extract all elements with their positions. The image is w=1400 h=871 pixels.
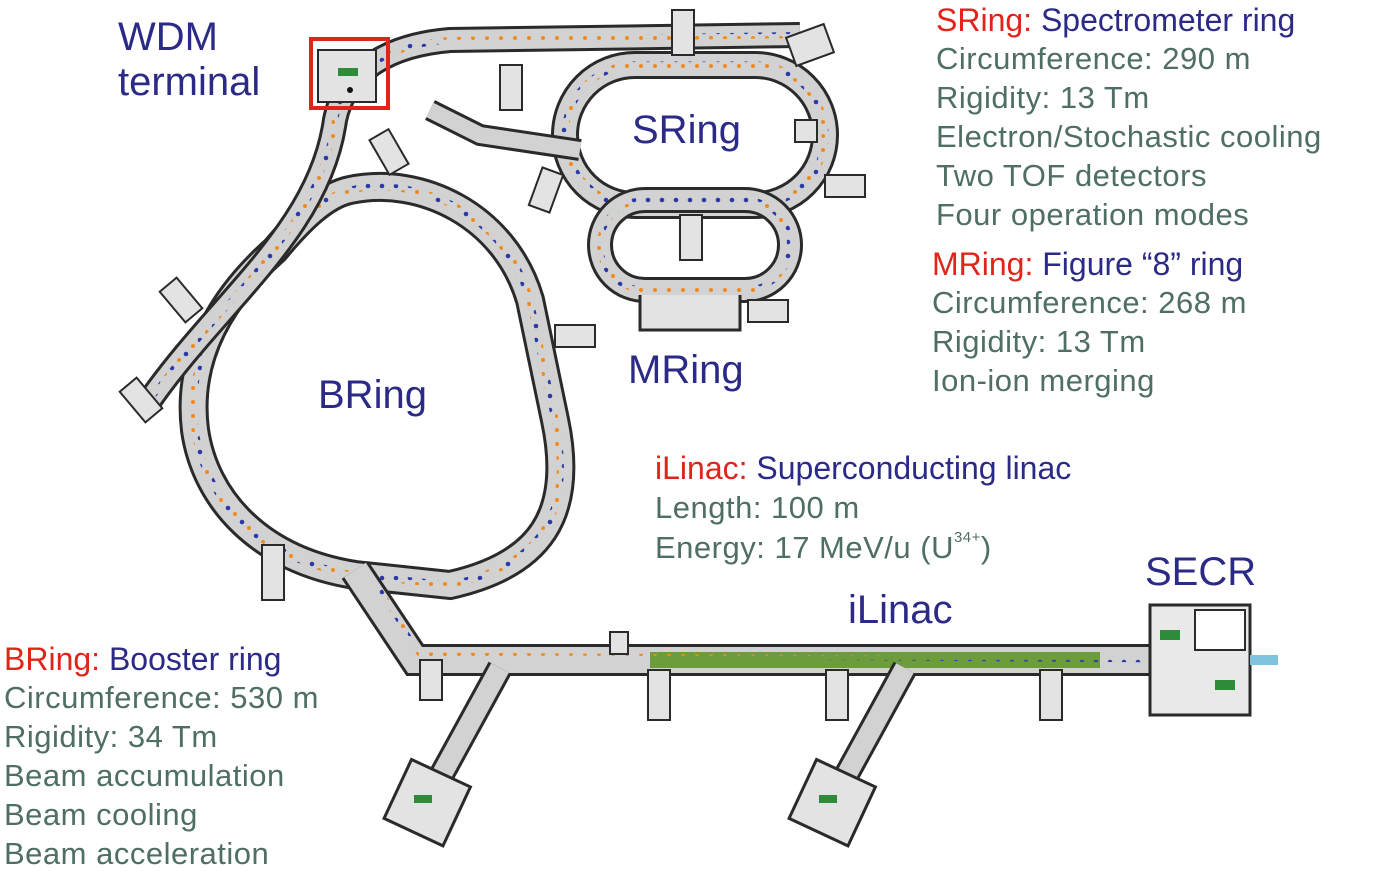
ilinac-energy-close: ): [980, 530, 992, 565]
ilinac-energy: Energy: 17 MeV/u (U34+): [655, 529, 992, 565]
mring-tunnel: [587, 187, 803, 332]
mring-circumference: Circumference: 268 m: [932, 285, 1247, 320]
bring-info-title: Booster ring: [108, 641, 282, 677]
ilinac-energy-charge-state: 34+: [953, 529, 981, 546]
sring-detectors: Two TOF detectors: [936, 158, 1207, 193]
sring-label: SRing: [632, 108, 741, 152]
bring-info-key: BRing:: [4, 641, 101, 677]
branch-lines: [382, 661, 917, 848]
service-rooms: [118, 9, 1063, 721]
secr-building: [1148, 603, 1278, 717]
mring-merging: Ion-ion merging: [932, 363, 1155, 398]
mring-label: MRing: [628, 348, 744, 392]
ilinac-info-key: iLinac:: [655, 450, 748, 486]
bring-cooling: Beam cooling: [4, 797, 198, 832]
sring-rigidity: Rigidity: 13 Tm: [936, 80, 1150, 115]
transfer-line-north: [139, 22, 801, 408]
wdm-label-line2: terminal: [118, 60, 261, 104]
bring-accumulation: Beam accumulation: [4, 758, 285, 793]
bring-info-heading: BRing: Booster ring: [4, 643, 281, 675]
secr-label: SECR: [1145, 550, 1257, 594]
wdm-terminal: [309, 37, 390, 110]
ilinac-length: Length: 100 m: [655, 490, 860, 525]
sring-info-key: SRing:: [936, 2, 1033, 38]
ilinac-label: iLinac: [848, 588, 953, 632]
mring-info-title: Figure “8” ring: [1042, 246, 1244, 282]
sring-info-title: Spectrometer ring: [1040, 2, 1296, 38]
wdm-highlight-box: [309, 37, 390, 110]
sring-circumference: Circumference: 290 m: [936, 41, 1251, 76]
bring-acceleration: Beam acceleration: [4, 836, 270, 871]
transfer-line-link: [425, 100, 582, 161]
wdm-label-line1: WDM: [118, 15, 218, 59]
ilinac-info-title: Superconducting linac: [756, 450, 1072, 486]
ilinac-tunnel: [341, 561, 1200, 676]
mring-rigidity: Rigidity: 13 Tm: [932, 324, 1146, 359]
sring-info-heading: SRing: Spectrometer ring: [936, 4, 1295, 36]
ilinac-info-heading: iLinac: Superconducting linac: [655, 452, 1071, 484]
sring-cooling: Electron/Stochastic cooling: [936, 119, 1322, 154]
sring-modes: Four operation modes: [936, 197, 1250, 232]
bring-rigidity: Rigidity: 34 Tm: [4, 719, 218, 754]
bring-label: BRing: [318, 373, 427, 417]
bring-circumference: Circumference: 530 m: [4, 680, 319, 715]
ilinac-energy-text: Energy: 17 MeV/u (U: [655, 530, 954, 565]
mring-info-heading: MRing: Figure “8” ring: [932, 248, 1243, 280]
mring-info-key: MRing:: [932, 246, 1034, 282]
